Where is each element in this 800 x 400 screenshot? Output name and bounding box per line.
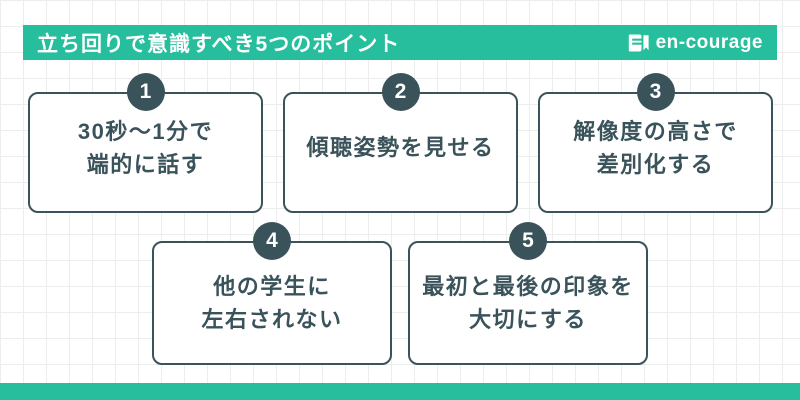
point-text-2-line1: 傾聴姿勢を見せる bbox=[306, 135, 495, 160]
logo: en-courage bbox=[627, 32, 763, 54]
point-text-4-line1: 他の学生に bbox=[213, 274, 331, 299]
point-text-1-line1: 30秒〜1分で bbox=[77, 118, 214, 144]
point-card-1: 1 30秒〜1分で 端的に話す bbox=[28, 73, 263, 213]
point-text-2: 傾聴姿勢を見せる bbox=[285, 94, 516, 211]
point-text-4: 他の学生に 左右されない bbox=[154, 243, 390, 363]
point-card-4: 4 他の学生に 左右されない bbox=[152, 222, 392, 365]
logo-text: en-courage bbox=[655, 31, 763, 53]
point-card-5: 5 最初と最後の印象を 大切にする bbox=[408, 222, 648, 365]
point-card-2: 2 傾聴姿勢を見せる bbox=[283, 73, 518, 213]
number-badge-2: 2 bbox=[381, 73, 420, 111]
book-icon bbox=[628, 34, 649, 51]
point-card-3: 3 解像度の高さで 差別化する bbox=[538, 73, 773, 213]
header-bar: 立ち回りで意識すべき5つのポイント en-courage bbox=[23, 25, 777, 60]
point-text-3: 解像度の高さで 差別化する bbox=[540, 94, 771, 211]
number-badge-4: 4 bbox=[253, 222, 291, 260]
number-badge-3: 3 bbox=[636, 73, 675, 111]
point-text-5-line2: 大切にする bbox=[469, 307, 587, 332]
number-badge-5: 5 bbox=[509, 222, 547, 260]
number-badge-1: 1 bbox=[126, 73, 165, 111]
footer-bar bbox=[0, 383, 800, 400]
point-text-1-line2: 端的に話す bbox=[86, 151, 205, 177]
point-text-1: 30秒〜1分で 端的に話す bbox=[30, 94, 261, 211]
point-text-4-line2: 左右されない bbox=[201, 307, 343, 332]
point-text-5: 最初と最後の印象を 大切にする bbox=[410, 243, 646, 363]
point-text-3-line1: 解像度の高さで bbox=[573, 118, 738, 144]
point-text-3-line2: 差別化する bbox=[596, 151, 715, 177]
page-title: 立ち回りで意識すべき5つのポイント bbox=[37, 32, 401, 56]
point-text-5-line1: 最初と最後の印象を bbox=[422, 274, 634, 299]
